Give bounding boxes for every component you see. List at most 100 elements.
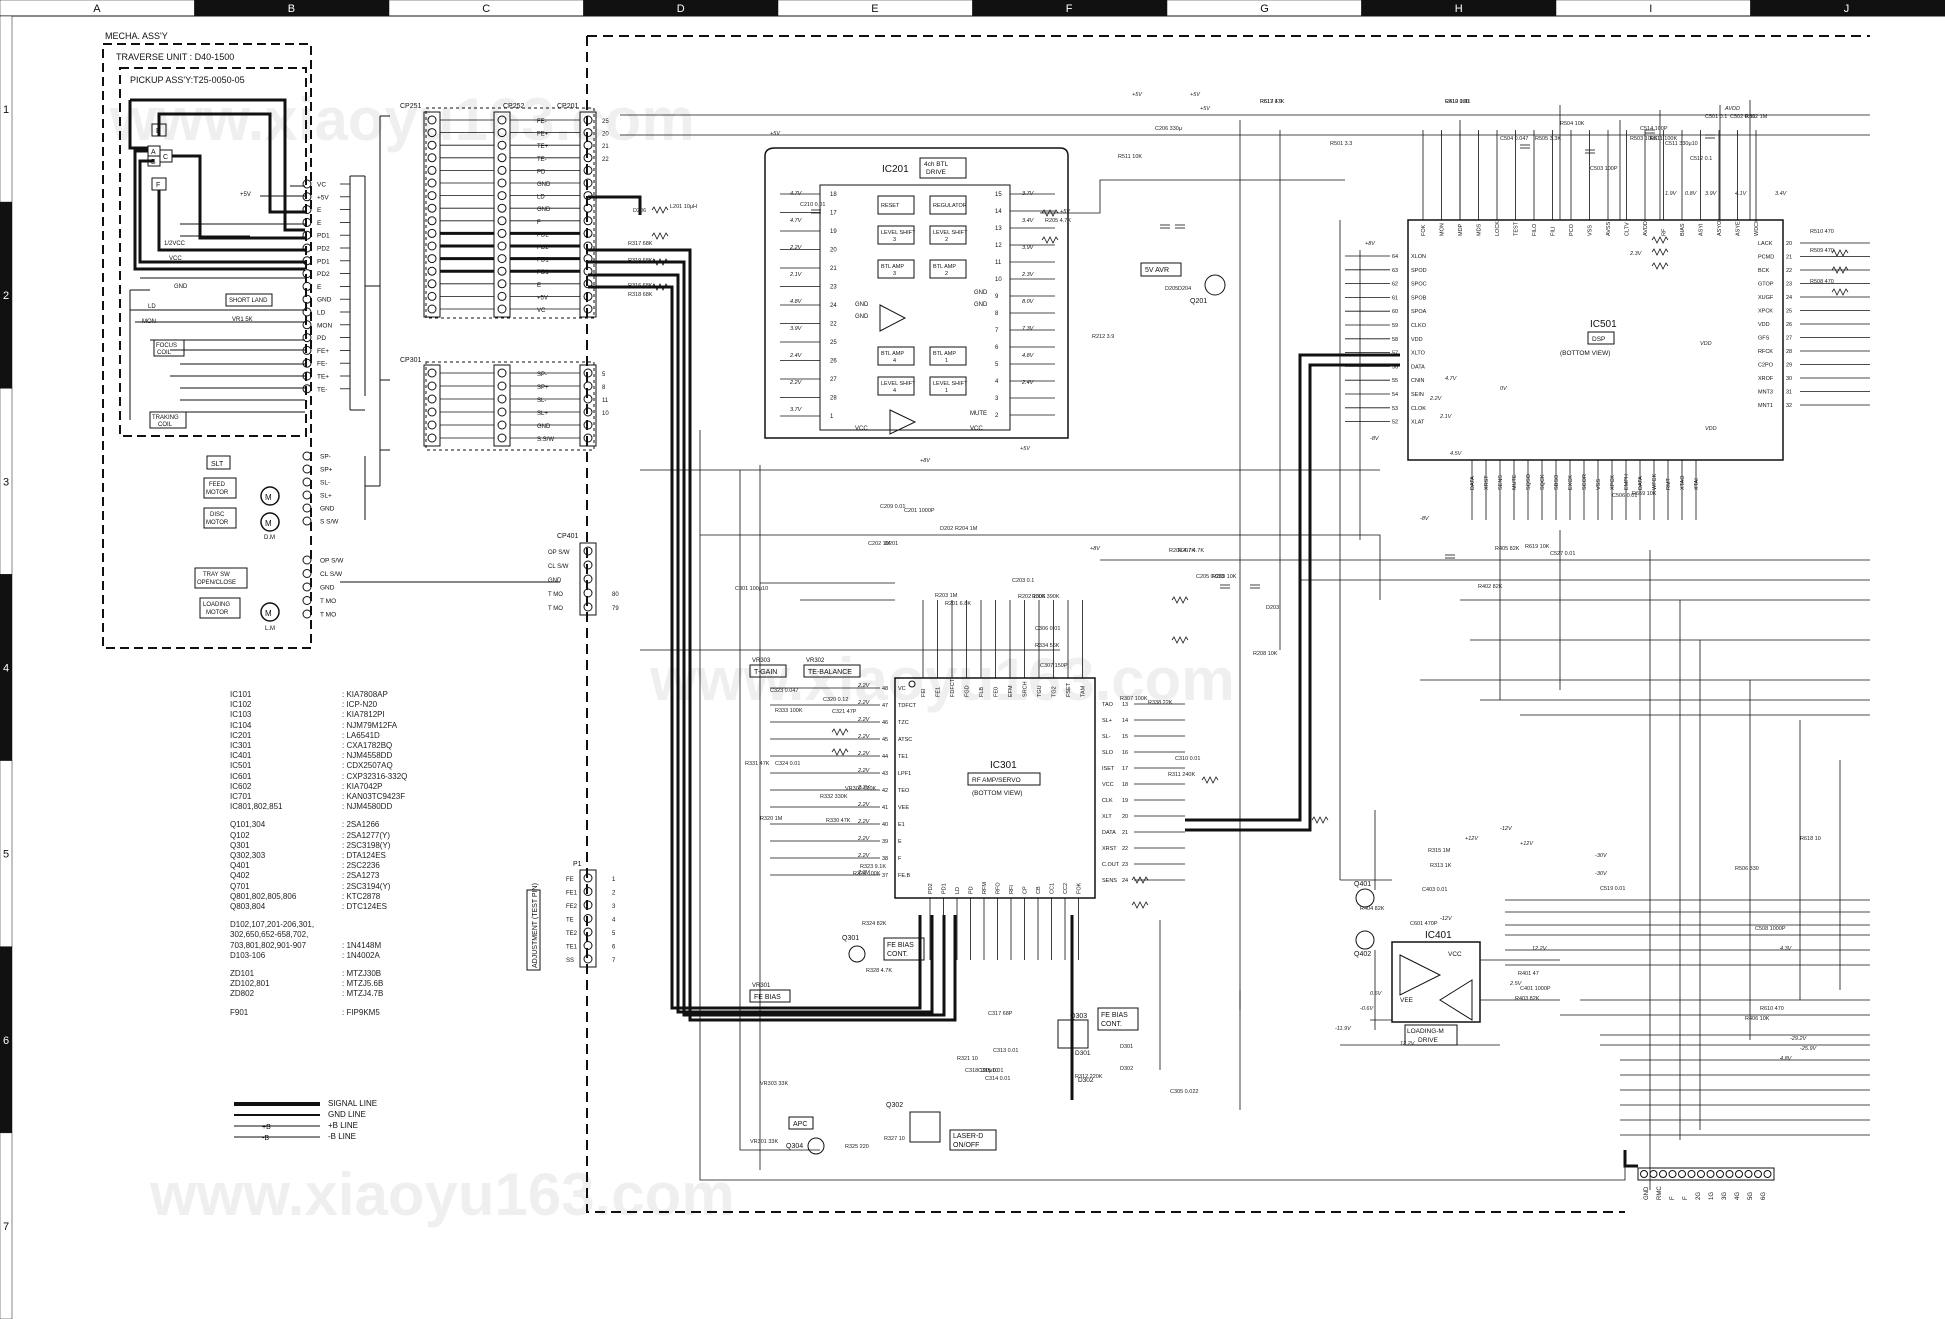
component-label: R307 100K [1120, 696, 1148, 702]
svg-text:3: 3 [612, 904, 616, 910]
component-label: R509 470 [1810, 248, 1834, 254]
ic301-controls: VR303 T-GAIN VR302 TE-BALANCE VR301 FE B… [749, 658, 1139, 1155]
part-value: : FIP9KM5 [342, 1007, 380, 1017]
component-label: C514 100P [1640, 126, 1668, 132]
part-value: : 2SA1273 [342, 871, 380, 881]
row-label: 7 [3, 1221, 9, 1233]
ic301-pin-label: TGU [1037, 685, 1043, 697]
voltage-label: -8V [1370, 436, 1380, 442]
q301-label: Q301 [842, 935, 859, 942]
ic201-block-label: LEVEL SHIFT [881, 381, 916, 387]
svg-text:39: 39 [882, 839, 888, 845]
svg-text:4ch BTL: 4ch BTL [924, 161, 949, 168]
column-label: I [1649, 3, 1652, 15]
ic501-pin-label: XPCK [1610, 475, 1616, 490]
svg-text:2.3V: 2.3V [1021, 272, 1035, 278]
ic501-pin-label: SCOR [1582, 474, 1588, 490]
bottom-connector-label: 2G [1696, 1192, 1702, 1200]
voltage-label: -30V [1595, 871, 1608, 877]
voltage-label: 0.6V [1370, 991, 1383, 997]
connector-label: CP251 [400, 103, 422, 110]
cp301-pin-label: SP+ [537, 385, 549, 391]
ic501-pin-label: CLKO [1411, 323, 1427, 329]
svg-text:22: 22 [602, 157, 609, 163]
svg-text:5: 5 [612, 931, 616, 937]
component-label: R338 22K [1148, 700, 1173, 706]
ic501: IC501 DSP (BOTTOM VIEW) XLON64SPOD63SPOC… [1345, 130, 1870, 520]
tray-pin-label: T MO [320, 598, 336, 605]
mecha-pin-label: E [317, 220, 322, 227]
svg-text:VEE: VEE [1400, 997, 1414, 1004]
ic301-pin-label: FDFCT [950, 678, 956, 697]
mecha-pin-label: E [317, 207, 322, 214]
ic501-pin-label: ASYO [1717, 220, 1723, 236]
component-label: R659 10K [1632, 491, 1657, 497]
q401-label: Q401 [1354, 881, 1371, 888]
motor-pin-label: SL+ [320, 493, 332, 500]
ic501-pin-label: BCK [1758, 268, 1770, 274]
ic501-pin-label: DATA [1470, 476, 1476, 490]
ic301-pin-label: FE.B [898, 873, 911, 879]
connector-label: CP252 [503, 103, 525, 110]
ic201-pin-num: 11 [995, 260, 1002, 266]
svg-text:DISC: DISC [210, 512, 225, 518]
voltage-label: +5V [1200, 106, 1211, 112]
ic501-pin-label: XPCK [1758, 309, 1773, 315]
ic201-pin-num: 8 [995, 311, 999, 317]
svg-text:1/2VCC: 1/2VCC [164, 241, 186, 247]
part-value: : LA6541D [342, 730, 380, 740]
svg-text:42: 42 [882, 788, 888, 794]
part-value: : NJM4580DD [342, 802, 393, 812]
component-label: C310 0.01 [1175, 756, 1200, 762]
ic201-pin-num: 25 [830, 340, 837, 346]
component-label: R318 68K [628, 292, 653, 298]
legend-gnd-label: GND LINE [328, 1110, 366, 1119]
component-label: R202 100K [1018, 594, 1046, 600]
ic501-pin-label: XLAT [1411, 420, 1425, 426]
component-label: R506 330 [1735, 866, 1759, 872]
svg-text:VR302: VR302 [806, 658, 825, 664]
part-list-row: IC601: CXP32316-332Q [230, 772, 490, 782]
svg-text:MOTOR: MOTOR [206, 520, 229, 526]
ic501-pin-label: XLON [1411, 254, 1426, 260]
svg-text:14: 14 [1122, 718, 1128, 724]
svg-text:54: 54 [1392, 392, 1398, 398]
ic201-pin-num: 21 [830, 266, 837, 272]
ic201-pin-num: 9 [995, 294, 999, 300]
ic301-pin-label: ISET [1102, 766, 1115, 772]
slt-label: SLT [211, 461, 224, 468]
svg-text:16: 16 [1122, 750, 1128, 756]
ic301-pin-label: FLB [979, 687, 985, 697]
row-label: 1 [3, 104, 9, 116]
svg-text:10: 10 [602, 411, 609, 417]
svg-text:3: 3 [893, 271, 896, 277]
voltage-label: 4.7V [1445, 376, 1458, 382]
ic501-pin-label: TEST [1514, 221, 1520, 236]
avr-section: 5V AVR Q201 [1140, 262, 1226, 305]
svg-text:40: 40 [882, 822, 888, 828]
ic301-pin-label: XLT [1102, 814, 1112, 820]
ic501-pin-label: XUGF [1758, 295, 1774, 301]
svg-text:6: 6 [612, 945, 616, 951]
ic301-pin-label: F [898, 856, 902, 862]
svg-text:TRAY SW: TRAY SW [203, 572, 230, 578]
part-value: : MTZJ5.6B [342, 979, 384, 989]
tgain-label: T-GAIN [754, 669, 777, 676]
voltage-label: -11.9V [1335, 1026, 1352, 1032]
svg-text:2.2V: 2.2V [789, 245, 803, 251]
part-list-row: IC104: NJM79M12FA [230, 721, 490, 731]
part-list-row: IC103: KIA7812PI [230, 710, 490, 720]
voltage-label: 2.1V [1439, 414, 1453, 420]
part-value: : DTA124ES [342, 851, 386, 861]
part-ref: IC501 [230, 761, 252, 771]
ic301-pin-label: FGD [965, 685, 971, 697]
part-value: : KIA7808AP [342, 690, 388, 699]
svg-text:23: 23 [1122, 862, 1128, 868]
component-label: C323 0.047 [770, 688, 798, 694]
ic301-pin-label: VEE [898, 805, 909, 811]
q302-label: Q302 [886, 1102, 903, 1109]
ic501-pin-label: XTAI [1694, 478, 1700, 490]
svg-text:25: 25 [1786, 309, 1792, 315]
ic301-pin-label: TEO [898, 788, 910, 794]
component-label: C205 0.033 [1196, 574, 1224, 580]
